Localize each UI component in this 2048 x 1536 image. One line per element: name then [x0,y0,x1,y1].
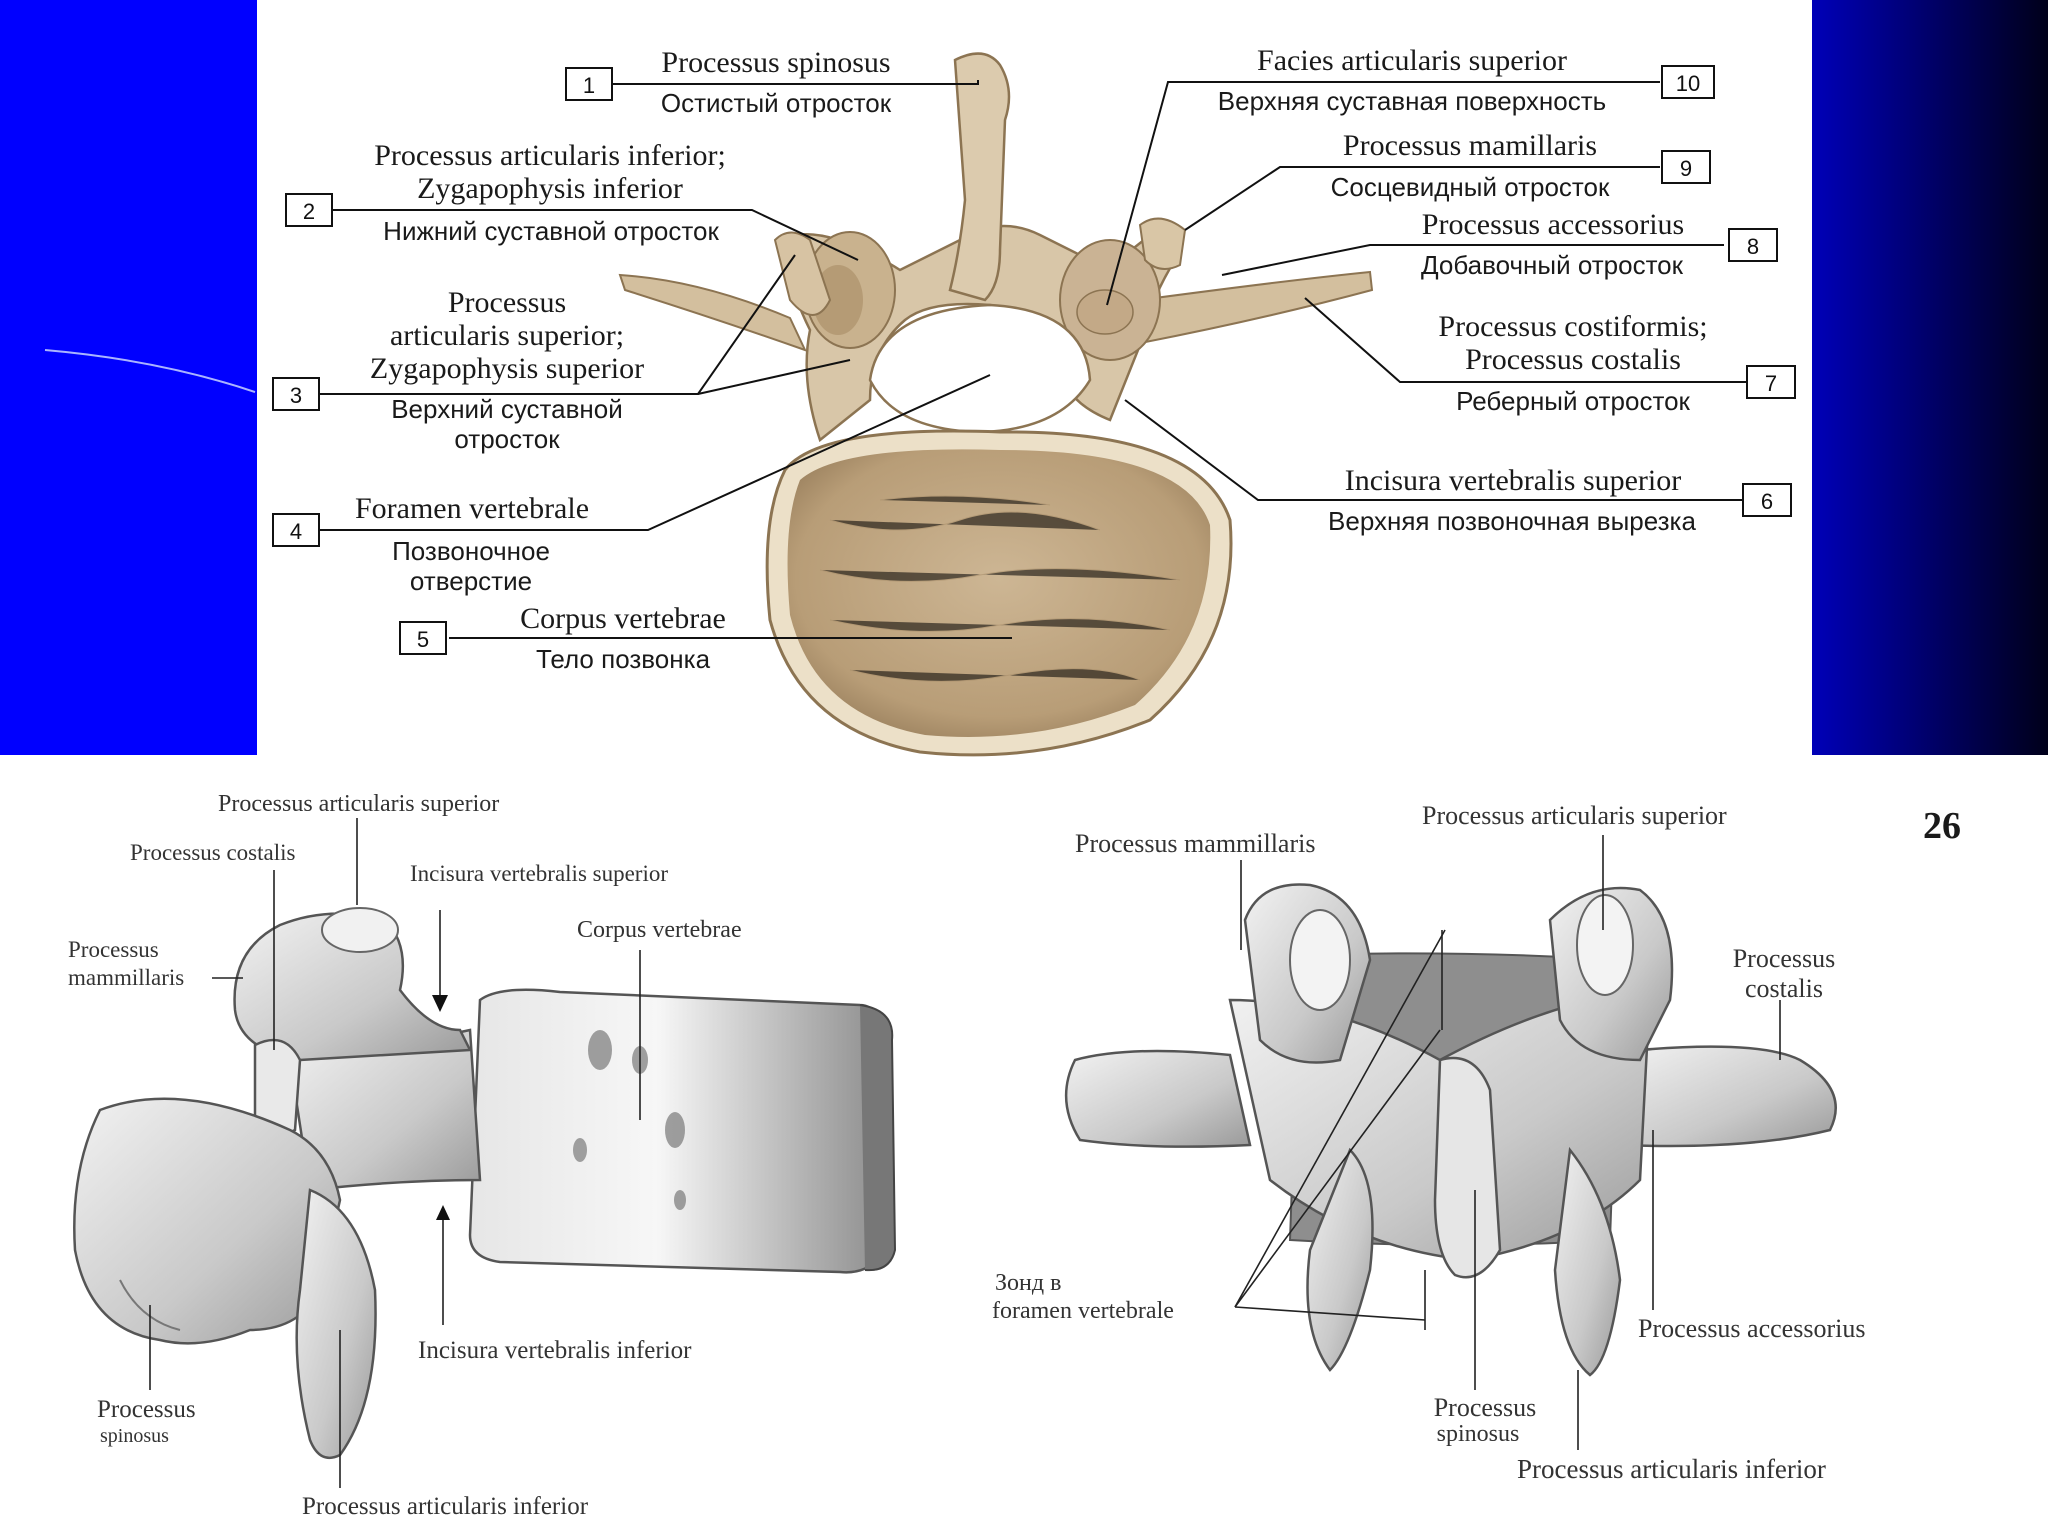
lateral-view-labels: Processus articularis superior Processus… [68,791,742,1520]
label-8-latin: Processus accessorius [1422,208,1684,241]
posterior-label-costalis-line2: costalis [1745,974,1823,1003]
label-10-latin: Facies articularis superior [1257,44,1567,77]
right-articular-facet [1076,289,1134,335]
lateral-body-shadow [859,1004,897,1272]
label-9-latin: Processus mamillaris [1343,129,1597,162]
right-costal-process [1128,270,1374,347]
posterior-leader-lines [1234,835,1781,1450]
label-1-russian: Остистый отросток [661,88,892,118]
label-2-latin-line1: Processus articularis inferior; [374,139,726,172]
posterior-label-articular-inferior: Processus articularis inferior [1517,1454,1826,1484]
label-9-russian: Сосцевидный отросток [1331,172,1610,202]
posterior-label-probe-line2: foramen vertebrale [992,1298,1174,1324]
top-label-texts: Processus spinosus Остистый отросток Pro… [355,44,1708,674]
left-costal-process [618,273,807,352]
posterior-label-probe-line1: Зонд в [995,1270,1061,1296]
label-number-8: 8 [1728,228,1778,262]
posterior-label-accessorius: Processus accessorius [1638,1314,1865,1343]
lateral-label-mammillaris-line2: mammillaris [68,965,184,990]
label-number-5: 5 [399,621,447,655]
lateral-label-incisura-superior: Incisura vertebralis superior [410,861,668,886]
lateral-label-spinosus-line2: spinosus [100,1425,169,1447]
left-mamillary-process [773,231,832,316]
label-5-russian: Тело позвонка [536,644,711,674]
label-4-russian-line2: отверстие [410,566,532,596]
right-mamillary-process [1138,217,1187,270]
slide-swoosh-line [44,349,256,393]
svg-text:5: 5 [417,627,429,652]
svg-text:2: 2 [303,199,315,224]
svg-text:6: 6 [1761,489,1773,514]
label-2-latin-line2: Zygapophysis inferior [417,172,683,205]
label-6-latin: Incisura vertebralis superior [1345,464,1682,497]
figure-number: 26 [1923,805,1961,847]
lateral-label-corpus: Corpus vertebrae [577,917,742,943]
label-1-latin: Processus spinosus [661,46,890,79]
lateral-label-costalis: Processus costalis [130,840,296,865]
label-7-latin-line1: Processus costiformis; [1438,310,1707,343]
svg-text:1: 1 [583,73,595,98]
label-3-latin-line2: articularis superior; [390,319,624,352]
lateral-articular-facet [321,907,399,953]
posterior-view-labels: 26 Processus mammillaris Processus artic… [992,801,1961,1484]
lateral-view-illustration [73,907,897,1460]
label-7-russian: Реберный отросток [1456,386,1690,416]
vertebral-body-spongy [787,449,1211,737]
posterior-label-mammillaris: Processus mammillaris [1075,829,1315,858]
right-dark-panel [1812,0,2048,755]
posterior-label-spinosus-line2: spinosus [1437,1421,1520,1447]
top-number-boxes: 1 2 3 4 5 6 7 8 [272,65,1796,655]
svg-text:8: 8 [1747,234,1759,259]
posterior-label-costalis-line1: Processus [1733,944,1836,973]
label-number-9: 9 [1661,150,1711,184]
vertebral-foramen [868,303,1092,434]
svg-text:4: 4 [290,519,302,544]
label-number-7: 7 [1746,365,1796,399]
lateral-leader-lines [149,818,641,1488]
lateral-label-spinosus-line1: Processus [97,1396,196,1423]
label-10-russian: Верхняя суставная поверхность [1218,86,1606,116]
label-number-6: 6 [1742,483,1792,517]
posterior-left-costal-process [1064,1049,1252,1148]
top-vertebra-illustration [618,52,1374,757]
label-number-1: 1 [565,67,613,101]
svg-text:7: 7 [1765,371,1777,396]
label-number-4: 4 [272,513,320,547]
label-3-russian-line1: Верхний суставной [391,394,623,424]
spinous-process [948,52,1011,302]
posterior-view-illustration [1064,883,1837,1377]
svg-text:9: 9 [1680,156,1692,181]
label-number-10: 10 [1661,65,1715,99]
svg-text:3: 3 [290,383,302,408]
svg-text:10: 10 [1676,71,1700,96]
top-leader-lines [304,80,1747,639]
label-5-latin: Corpus vertebrae [520,602,726,635]
posterior-spinous-process [1433,1056,1502,1279]
label-3-latin-line1: Processus [448,286,566,319]
label-7-latin-line2: Processus costalis [1465,343,1681,376]
lateral-label-mammillaris-line1: Processus [68,937,159,962]
label-2-russian: Нижний суставной отросток [383,216,719,246]
lateral-label-incisura-inferior: Incisura vertebralis inferior [418,1337,692,1364]
label-4-latin: Foramen vertebrale [355,492,589,525]
left-blue-panel [0,0,257,755]
label-number-2: 2 [285,193,333,227]
lateral-inferior-articular-process [295,1188,377,1460]
label-6-russian: Верхняя позвоночная вырезка [1328,506,1696,536]
posterior-label-articular-superior: Processus articularis superior [1422,801,1727,830]
posterior-label-spinosus-line1: Processus [1434,1393,1537,1422]
label-8-russian: Добавочный отросток [1421,250,1684,280]
left-articular-facet [813,265,863,335]
label-number-3: 3 [272,377,320,411]
posterior-right-inferior-articular-process [1553,1146,1622,1377]
label-3-russian-line2: отросток [454,424,560,454]
posterior-right-costal-process [1618,1045,1837,1148]
label-4-russian-line1: Позвоночное [392,536,550,566]
label-3-latin-line3: Zygapophysis superior [370,352,644,385]
lateral-spinous-process [73,1097,342,1345]
lateral-label-articular-inferior: Processus articularis inferior [302,1493,589,1520]
lateral-label-articular-superior: Processus articularis superior [218,791,499,817]
